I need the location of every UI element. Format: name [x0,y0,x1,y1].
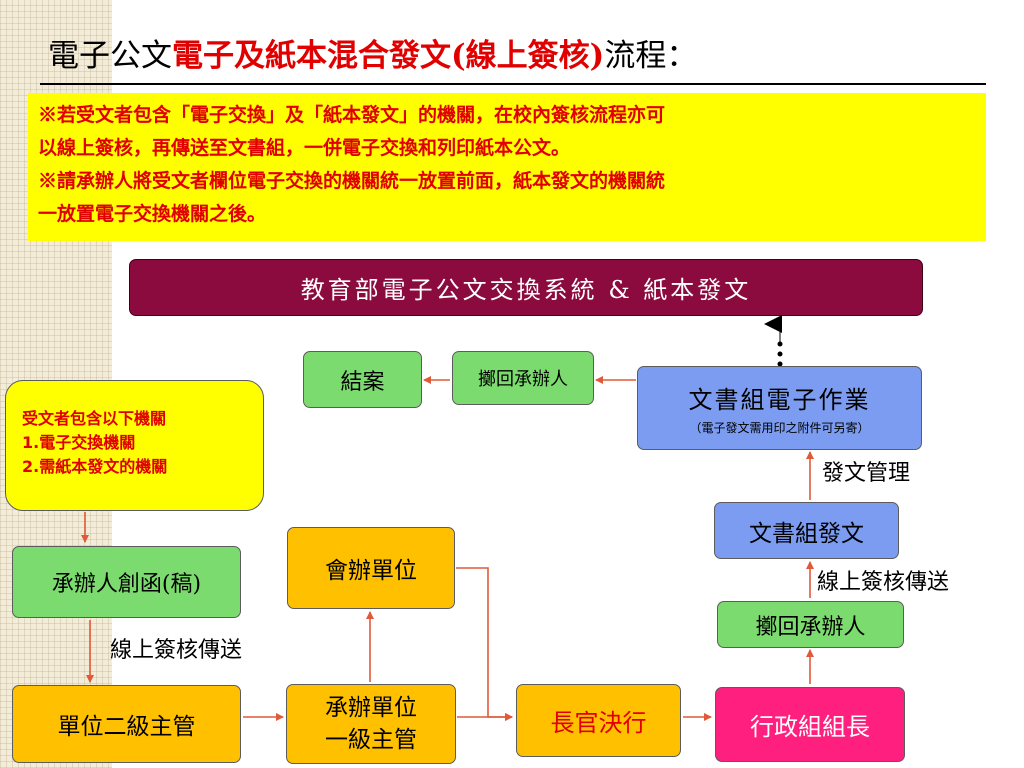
page-title: 電子公文電子及紙本混合發文(線上簽核)流程： [48,36,697,76]
doc-dispatch-box: 文書組發文 [714,502,899,559]
title-highlight: 電子及紙本混合發文(線上簽核) [172,38,605,74]
recipient-note-line: 2.需紙本發文的機關 [22,457,168,476]
online-sign-label-left: 線上簽核傳送 [110,638,243,663]
online-sign-label-right: 線上簽核傳送 [817,570,950,595]
unit-level2-box: 單位二級主管 [12,685,241,763]
admin-head-label: 行政組組長 [750,713,870,741]
recipient-note-line: 1.電子交換機關 [22,433,136,452]
title-underline [40,83,986,85]
draft-label: 承辦人創函(稿) [51,572,202,597]
doc-dispatch-label: 文書組發文 [749,520,864,547]
co-unit-box: 會辦單位 [287,527,455,609]
close-case-label: 結案 [340,369,385,395]
dispatch-management-label: 發文管理 [822,461,911,486]
notice-line: ※請承辦人將受文者欄位電子交換的機關統一放置前面，紙本發文的機關統 [38,170,666,192]
unit-level1-label-line1: 承辦單位 [325,695,417,721]
unit-level1-box: 承辦單位 一級主管 [286,684,456,764]
doc-electronic-note: （電子發文需用印之附件可另寄） [689,421,870,435]
notice-line: ※若受文者包含「電子交換」及「紙本發文」的機關，在校內簽核流程亦可 [38,104,666,126]
draft-box: 承辦人創函(稿) [12,546,241,618]
banner-label: 教育部電子公文交換系統 & 紙本發文 [300,276,752,304]
dotted-arrow-to-banner [764,315,783,367]
recipient-note-line: 受文者包含以下機關 [22,409,167,428]
return-clerk-mid-label: 擲回承辦人 [755,614,866,640]
notice-box: ※若受文者包含「電子交換」及「紙本發文」的機關，在校內簽核流程亦可 以線上簽核，… [28,93,986,241]
admin-head-box: 行政組組長 [715,687,905,762]
return-clerk-top-box: 擲回承辦人 [452,351,594,405]
recipient-note-box: 受文者包含以下機關 1.電子交換機關 2.需紙本發文的機關 [5,380,264,511]
doc-electronic-box: 文書組電子作業 （電子發文需用印之附件可另寄） [637,366,922,450]
doc-electronic-label: 文書組電子作業 [688,386,871,414]
notice-line: 一放置電子交換機關之後。 [38,203,267,225]
return-clerk-top-label: 擲回承辦人 [478,369,568,390]
return-clerk-mid-box: 擲回承辦人 [717,601,904,648]
co-unit-label: 會辦單位 [325,558,417,584]
arrow-co-unit-to-chief [456,567,513,721]
notice-line: 以線上簽核，再傳送至文書組，一併電子交換和列印紙本公文。 [38,137,571,159]
title-suffix: 流程： [604,38,698,74]
unit-level2-label: 單位二級主管 [57,714,196,740]
title-prefix: 電子公文 [48,38,172,74]
chief-decision-box: 長官決行 [516,684,681,757]
chief-decision-label: 長官決行 [550,709,647,737]
close-case-box: 結案 [303,351,422,408]
exchange-system-banner: 教育部電子公文交換系統 & 紙本發文 [129,259,923,316]
unit-level1-label-line2: 一級主管 [325,727,417,753]
